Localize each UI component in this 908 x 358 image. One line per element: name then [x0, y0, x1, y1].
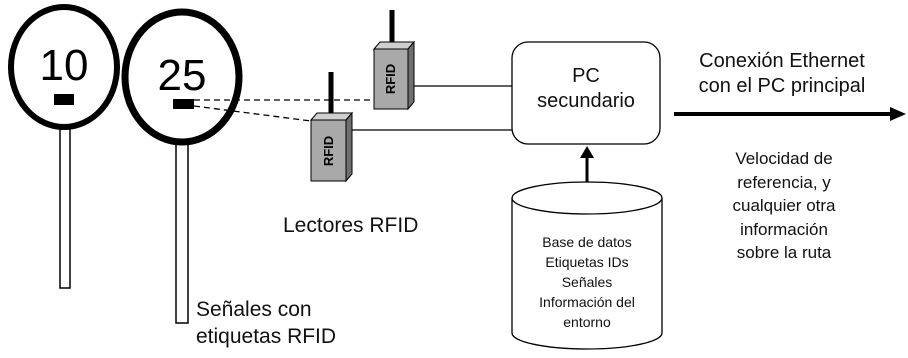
speed-sign-10: 10 — [8, 4, 120, 289]
route-info-line: Velocidad de — [735, 149, 833, 168]
sign-post — [59, 119, 71, 289]
sign-speed-25: 25 — [158, 51, 207, 100]
database-label: Base de datos Etiquetas IDs Señales Info… — [512, 232, 662, 332]
sign-ring — [8, 4, 120, 130]
database-line: Base de datos — [542, 234, 632, 250]
route-info-line: información — [740, 219, 828, 239]
ethernet-label-line1: Conexión Ethernet — [699, 50, 865, 72]
speed-sign-25: 25 — [121, 8, 243, 324]
pc-label: PC secundario — [512, 64, 660, 114]
signs-label-line1: Señales con — [196, 298, 312, 321]
route-info-line: cualquier otra — [732, 196, 836, 215]
rfid-tag — [173, 99, 194, 109]
reader-front-face — [373, 48, 409, 110]
signs-label-line2: etiquetas RFID — [196, 325, 337, 348]
database-line: Etiquetas IDs — [545, 254, 629, 270]
reader-top-face — [372, 41, 416, 50]
database-line: entorno — [563, 314, 611, 330]
database-line: Señales — [561, 274, 613, 290]
reader-side-face — [407, 40, 415, 111]
rfid-reader-upper: RFID — [372, 10, 416, 111]
route-info-label: Velocidad de referencia, y cualquier otr… — [693, 147, 875, 265]
database-top — [511, 181, 663, 215]
sign-post — [175, 129, 189, 324]
ethernet-label: Conexión Ethernet con el PC principal — [664, 49, 900, 99]
pc-label-line1: PC — [572, 65, 600, 87]
database-line: Información del — [539, 294, 635, 310]
sign-ring — [121, 8, 243, 146]
reader-side-face — [345, 111, 353, 183]
pc-secundario-box — [511, 41, 661, 145]
arrowhead-up — [580, 146, 594, 158]
route-info-line: sobre la ruta — [736, 243, 832, 262]
signs-label: Señales con etiquetas RFID — [196, 296, 336, 350]
route-info-line: referencia, y — [737, 172, 831, 192]
rfid-tag — [54, 94, 74, 105]
pc-label-line2: secundario — [537, 90, 635, 112]
reader-label: RFID — [383, 64, 398, 94]
database-cylinder — [511, 181, 663, 350]
ethernet-arrowhead — [890, 107, 906, 121]
reader-top-face — [309, 112, 354, 121]
reader-label: RFID — [321, 136, 336, 166]
readers-label: Lectores RFID — [283, 214, 419, 237]
sign-speed-10: 10 — [40, 41, 89, 90]
ethernet-label-line2: con el PC principal — [698, 75, 866, 97]
rfid-reader-lower: RFID — [309, 72, 354, 183]
